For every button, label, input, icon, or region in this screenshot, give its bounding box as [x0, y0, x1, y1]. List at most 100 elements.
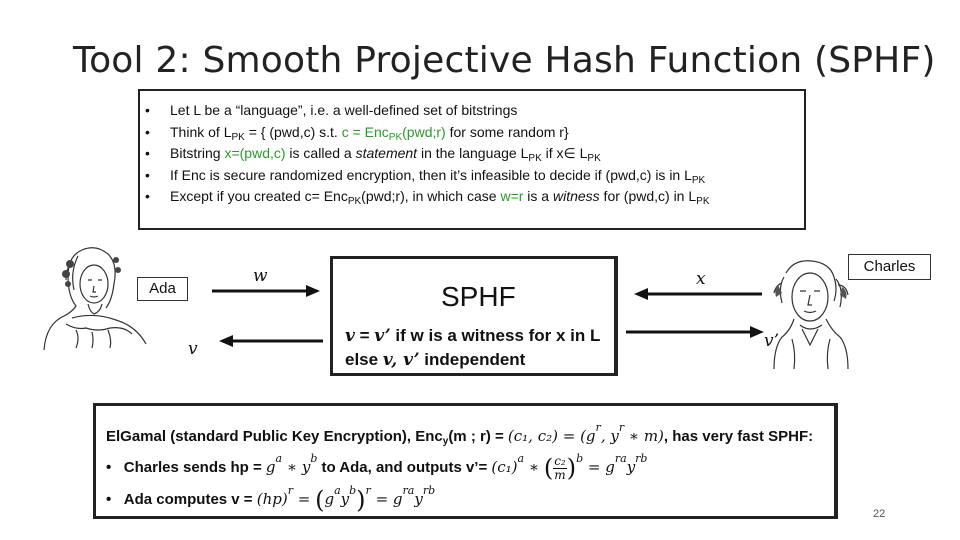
bullet: • — [145, 145, 150, 161]
bullet: • — [106, 459, 112, 476]
bullet: • — [145, 102, 150, 118]
math-expr: ∗ — [524, 458, 544, 476]
superscript: b — [576, 452, 584, 465]
definition-text: Bitstring — [170, 145, 225, 161]
charles-label: Charles — [848, 254, 931, 280]
ada-portrait-image — [43, 247, 147, 350]
definition-item-1: •Let L be a “language”, i.e. a well-defi… — [140, 100, 804, 122]
math-expr: (c₁) — [491, 458, 518, 476]
definition-text: (pwd;r), in which case — [361, 188, 501, 204]
elgamal-box: ElGamal (standard Public Key Encryption)… — [93, 403, 838, 519]
definition-text: Think of L — [170, 123, 232, 140]
subscript: PK — [347, 196, 362, 207]
arrow-label-v: v — [188, 339, 198, 359]
definition-item-4: • If Enc is secure randomized encryption,… — [140, 165, 804, 187]
definition-text: is a — [523, 188, 553, 204]
subscript: PK — [691, 174, 706, 186]
fraction-numerator: c₂ — [553, 453, 567, 469]
definition-text: = { (pwd,c) s.t. — [244, 123, 342, 140]
fraction-denominator: m — [554, 467, 566, 482]
sphf-line-1: v = v’ if w is a witness for x in L — [345, 326, 600, 346]
superscript: r — [618, 421, 625, 434]
arrow-charles-to-sphf-x — [634, 288, 762, 300]
elgamal-text: to Ada, and outputs v’= — [317, 459, 492, 476]
subscript: PK — [696, 196, 710, 207]
bullet: • — [145, 188, 150, 204]
arrow-label-x: x — [696, 269, 706, 289]
definition-text: for (pwd,c) in L — [599, 188, 697, 204]
bullet: • — [106, 491, 112, 508]
math-expr: (hp) — [256, 490, 288, 508]
elgamal-text: Ada computes v = — [123, 491, 257, 508]
definition-item-2: •Think of LPK = { (pwd,c) s.t. c = EncPK… — [140, 122, 804, 144]
superscript: a — [334, 484, 341, 497]
paren-open: ( — [315, 486, 325, 515]
slide-title: Tool 2: Smooth Projective Hash Function … — [73, 40, 936, 81]
superscript: ra — [614, 452, 627, 465]
paren-close: ) — [356, 486, 366, 515]
arrow-label-vprime: v’ — [764, 331, 780, 351]
definition-text: in the language L — [417, 145, 529, 161]
paren-open: ( — [543, 454, 554, 483]
highlight-text: x=(pwd,c) — [224, 145, 286, 161]
math-expr: ∗ y — [282, 458, 311, 476]
math-expr: y — [626, 458, 636, 476]
bullet: • — [145, 123, 150, 140]
math-expr: y — [414, 490, 423, 508]
sphf-text: independent — [419, 350, 526, 369]
elgamal-text: ElGamal (standard Public Key Encryption)… — [106, 428, 443, 445]
definition-item-5: •Except if you created c= EncPK(pwd;r), … — [140, 186, 804, 208]
math-var: v — [345, 326, 355, 346]
superscript: b — [349, 484, 357, 497]
superscript: a — [275, 452, 283, 465]
superscript: r — [287, 484, 293, 497]
definition-text: for some random r} — [445, 123, 569, 140]
superscript: r — [595, 421, 601, 434]
math-expr: g — [265, 458, 276, 476]
elgamal-text: (m ; r) = — [448, 428, 508, 445]
math-expr: = g — [583, 458, 615, 476]
charles-portrait-image — [773, 260, 849, 370]
math-op: = — [354, 326, 375, 345]
subscript: PK — [528, 153, 542, 164]
elgamal-row-3: • Ada computes v = (hp)r = (gayb)r = gra… — [106, 484, 435, 514]
italic-text: witness — [552, 188, 600, 204]
arrow-sphf-to-ada-v — [219, 335, 323, 347]
definition-list: •Let L be a “language”, i.e. a well-defi… — [140, 91, 804, 208]
definition-text: is called a — [285, 145, 356, 161]
elgamal-text: Charles sends hp = — [123, 459, 266, 476]
superscript: b — [310, 452, 318, 465]
definition-box: •Let L be a “language”, i.e. a well-defi… — [138, 89, 806, 230]
sphf-line-2: else v, v’ independent — [345, 350, 525, 370]
superscript: r — [365, 484, 371, 497]
math-expr: = — [292, 490, 316, 508]
math-var: v, v’ — [382, 350, 420, 370]
ada-label: Ada — [137, 277, 188, 301]
superscript: rb — [422, 484, 436, 497]
math-expr: ∗ m) — [624, 427, 664, 445]
math-expr: g — [324, 490, 335, 508]
math-expr: = g — [370, 490, 403, 508]
superscript: ra — [402, 484, 415, 497]
subscript: y — [442, 436, 449, 447]
highlight-text: c = Enc — [341, 123, 389, 140]
highlight-text: (pwd;r) — [402, 123, 446, 140]
subscript: PK — [388, 131, 403, 143]
math-var: v’ — [374, 326, 391, 346]
page-number: 22 — [873, 508, 886, 520]
elgamal-row-2: • Charles sends hp = ga ∗ yb to Ada, and… — [106, 452, 647, 482]
elgamal-text: , has very fast SPHF: — [663, 428, 814, 445]
definition-text: Except if you created c= Enc — [170, 188, 348, 204]
italic-text: statement — [355, 145, 418, 161]
math-expr: (c₁, c₂) = (g — [507, 427, 596, 445]
highlight-text: w=r — [500, 188, 524, 204]
superscript: rb — [635, 452, 648, 465]
bullet: • — [145, 166, 150, 183]
elgamal-row-1: ElGamal (standard Public Key Encryption)… — [106, 421, 814, 447]
math-expr: , y — [600, 427, 619, 445]
definition-text: If Enc is secure randomized encryption, … — [170, 166, 692, 183]
sphf-text: else — [345, 350, 383, 369]
definition-item-3: • Bitstring x=(pwd,c) is called a stateme… — [140, 143, 804, 165]
math-expr: y — [340, 490, 350, 508]
